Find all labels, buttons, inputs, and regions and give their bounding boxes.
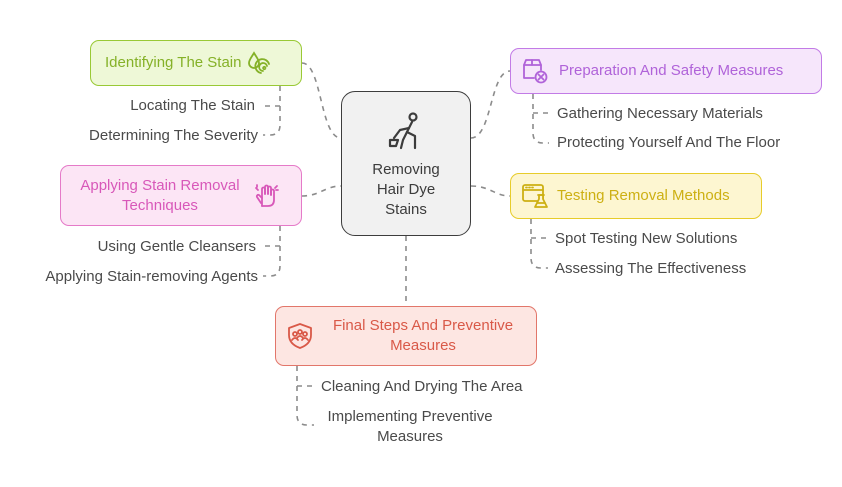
group-shield-icon — [288, 323, 312, 349]
person-vacuuming-icon — [388, 112, 418, 150]
subtopic-protecting-yourself: Protecting Yourself And The Floor — [557, 134, 781, 151]
branch-title: Applying Stain Removal Techniques — [80, 176, 240, 214]
subtopic-spot-testing: Spot Testing New Solutions — [555, 230, 738, 247]
subtopic-cleaning-drying: Cleaning And Drying The Area — [321, 378, 523, 395]
hand-sparkle-icon — [255, 183, 279, 207]
branch-applying-stain-removal: Applying Stain Removal Techniques — [60, 165, 302, 226]
water-drop-fingerprint-icon — [248, 51, 271, 74]
package-cancel-icon — [523, 59, 548, 84]
subtopic-assessing-effectiveness: Assessing The Effectiveness — [555, 260, 747, 277]
subtopic-implementing-preventive: Implementing Preventive Measures — [327, 408, 493, 445]
branch-title: Final Steps And Preventive Measures — [332, 317, 514, 354]
branch-preparation-and-safety: Preparation And Safety Measures — [510, 48, 822, 94]
browser-flask-icon — [522, 184, 548, 208]
subtopic-gentle-cleansers: Using Gentle Cleansers — [97, 238, 256, 255]
branch-testing-removal-methods: Testing Removal Methods — [510, 173, 762, 219]
branch-identifying-the-stain: Identifying The Stain — [90, 40, 302, 86]
subtopic-determining-the-severity: Determining The Severity — [89, 127, 258, 144]
center-topic-title: Removing Hair Dye Stains — [372, 161, 440, 218]
branch-title: Testing Removal Methods — [557, 187, 730, 204]
subtopic-stain-removing-agents: Applying Stain-removing Agents — [45, 268, 258, 285]
subtopic-gathering-materials: Gathering Necessary Materials — [557, 105, 763, 122]
center-topic-node: Removing Hair Dye Stains — [341, 91, 471, 236]
branch-title: Preparation And Safety Measures — [559, 62, 784, 79]
branch-final-steps: Final Steps And Preventive Measures — [275, 306, 537, 366]
branch-title: Identifying The Stain — [105, 54, 242, 71]
subtopic-locating-the-stain: Locating The Stain — [130, 97, 255, 114]
